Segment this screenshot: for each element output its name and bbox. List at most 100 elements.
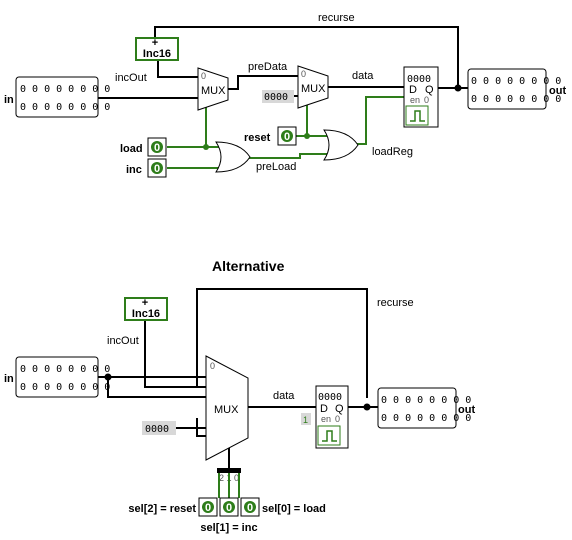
const-alt: 0000 [145, 424, 169, 435]
wire-incout-alt [144, 320, 206, 388]
in-bits-row1-alt: 0 0 0 0 0 0 0 0 [20, 364, 110, 375]
recurse-label-alt: recurse [377, 297, 414, 309]
wire-incout [157, 60, 200, 78]
out-bits-row1: 0 0 0 0 0 0 0 0 [471, 76, 561, 87]
junction-out-alt [363, 403, 371, 411]
inc-val: 0 [154, 163, 160, 175]
wire-const-branch [196, 418, 206, 437]
in-bits-row1: 0 0 0 0 0 0 0 0 [20, 84, 110, 95]
reset-label: reset [244, 132, 271, 144]
inc16-chip-alt[interactable] [124, 297, 168, 321]
clock-wave-alt [322, 430, 337, 442]
wire-recurse-alt [196, 288, 368, 398]
data-label: data [352, 70, 374, 82]
mux2-constant: 0000 [264, 92, 288, 103]
inc16-plus-alt: + [142, 297, 148, 309]
mux1-sel-label: 0 [201, 71, 206, 81]
in-label: in [4, 94, 14, 106]
incout-label-alt: incOut [107, 335, 139, 347]
mux1-icon[interactable] [197, 67, 229, 111]
wire-in-branch [107, 377, 206, 398]
preload-label: preLoad [256, 161, 296, 173]
sel2-pin-led [202, 501, 214, 513]
wire-recurse [154, 26, 459, 88]
out-bits-row1-alt: 0 0 0 0 0 0 0 0 [381, 395, 471, 406]
out-label: out [549, 85, 566, 97]
data-label-alt: data [273, 390, 295, 402]
sel0-label: sel[0] = load [262, 503, 326, 515]
inc16-plus: + [152, 37, 158, 49]
clock-icon [405, 105, 429, 126]
bottom-circuit: Alternative + Inc16 incOut recurse in 0 … [4, 258, 475, 534]
reset-pin-led [281, 130, 293, 142]
mux2-label: MUX [301, 83, 326, 95]
or-gate-preload-icon[interactable] [215, 141, 251, 173]
wire-preload [248, 153, 330, 159]
mux1-label: MUX [201, 85, 226, 97]
const-alt-bg [142, 421, 176, 435]
inc16-label: Inc16 [143, 48, 171, 60]
register-alt-en: en [321, 414, 331, 424]
out-pin-alt[interactable] [377, 387, 457, 429]
sel0-pin-led [244, 501, 256, 513]
in-pin[interactable] [15, 76, 99, 118]
junction-load [203, 144, 209, 150]
inc-pin-led [151, 162, 163, 174]
inc16-label-alt: Inc16 [132, 308, 160, 320]
sel1-label: sel[1] = inc [200, 522, 257, 534]
wire-predata [228, 75, 298, 90]
sel2-label: sel[2] = reset [128, 503, 196, 515]
out-label-alt: out [458, 404, 475, 416]
clock-wave [410, 110, 425, 122]
mux-alt-icon[interactable] [205, 355, 249, 461]
register-alt-en-val: 0 [335, 414, 340, 424]
or-gate-loadreg-icon[interactable] [323, 129, 359, 161]
register-value: 0000 [407, 74, 431, 85]
incout-label: incOut [115, 72, 147, 84]
mux2-icon[interactable] [297, 65, 329, 109]
inc16-chip[interactable] [135, 37, 179, 61]
mux2-sel-label: 0 [301, 69, 306, 79]
junction-in-alt [104, 373, 112, 381]
in-bits-row2: 0 0 0 0 0 0 0 0 [20, 102, 110, 113]
alternative-title: Alternative [212, 258, 285, 274]
load-val: 0 [154, 142, 160, 154]
wire-loadreg [354, 96, 406, 145]
load-pin-led [151, 141, 163, 153]
mux-alt-label: MUX [214, 404, 239, 416]
out-bits-row2-alt: 0 0 0 0 0 0 0 0 [381, 413, 471, 424]
wire-splitter-bits [218, 473, 240, 498]
register-alt-d: D [320, 403, 328, 415]
register-alt-q: Q [335, 403, 344, 415]
sel0-val: 0 [247, 502, 253, 514]
register-en-val: 0 [424, 95, 429, 105]
register-en: en [410, 95, 420, 105]
out-pin[interactable] [467, 68, 547, 110]
sel1-val: 0 [226, 502, 232, 514]
out-bits-row2: 0 0 0 0 0 0 0 0 [471, 94, 561, 105]
recurse-label: recurse [318, 12, 355, 24]
predata-label: preData [248, 61, 288, 73]
junction-out [454, 84, 462, 92]
in-pin-alt[interactable] [15, 356, 99, 398]
in-bits-row2-alt: 0 0 0 0 0 0 0 0 [20, 382, 110, 393]
mux2-constant-bg [262, 90, 294, 103]
clock-icon-alt [317, 425, 341, 446]
register-q: Q [425, 84, 434, 96]
register-d: D [409, 84, 417, 96]
in-label-alt: in [4, 373, 14, 385]
sel1-pin-led [223, 501, 235, 513]
reset-val: 0 [284, 131, 290, 143]
top-circuit: + Inc16 incOut recurse in 0 0 0 0 0 0 0 … [4, 12, 566, 178]
splitter-bar [217, 468, 241, 473]
register-alt-value: 0000 [318, 392, 342, 403]
sel2-val: 0 [205, 502, 211, 514]
inc-label: inc [126, 164, 142, 176]
mux-alt-sel: 0 [210, 361, 215, 371]
load-label: load [120, 143, 143, 155]
junction-reset [304, 133, 310, 139]
register-alt-en-const-bg [301, 413, 311, 425]
loadreg-label: loadReg [372, 146, 413, 158]
register-alt-en-left: 1 [303, 415, 308, 425]
